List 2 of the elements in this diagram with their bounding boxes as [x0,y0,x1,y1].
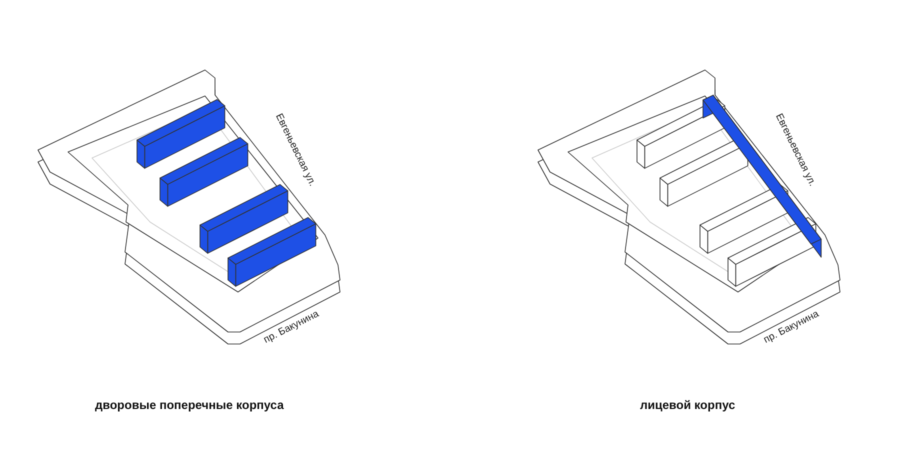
caption: дворовые поперечные корпуса [95,398,284,412]
caption: лицевой корпус [640,398,736,412]
